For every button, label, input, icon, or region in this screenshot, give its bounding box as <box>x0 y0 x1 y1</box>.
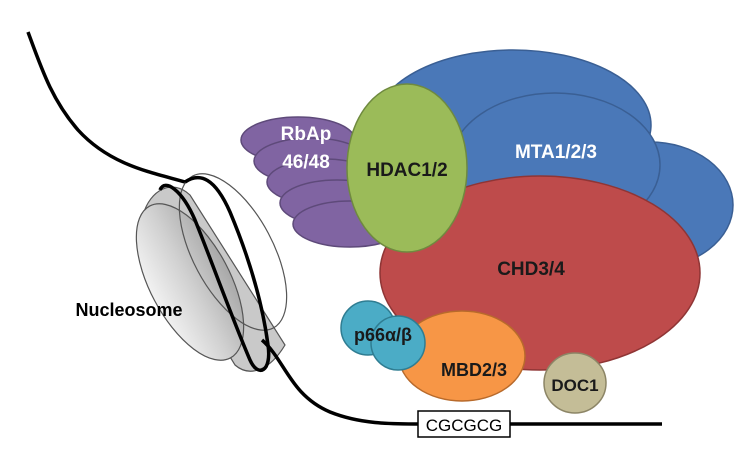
dna-strand-lower <box>260 338 662 426</box>
dna-motif-box <box>417 410 511 438</box>
nucleosome <box>135 173 288 372</box>
hdac-protein <box>346 83 468 253</box>
dna-wrap <box>158 176 271 372</box>
chd-label: CHD3/4 <box>497 259 565 280</box>
doc1-protein <box>543 352 607 414</box>
dna-motif-label: CGCGCG <box>426 416 503 435</box>
dna-strand-upper <box>26 31 186 184</box>
rbap-label-line2: 46/48 <box>282 152 330 173</box>
mta-label: MTA1/2/3 <box>515 142 597 163</box>
rbap-label-line1: RbAp <box>281 124 332 145</box>
nucleosome-label: Nucleosome <box>75 300 182 320</box>
p66-protein <box>340 300 426 371</box>
nucleosome-face <box>135 203 245 361</box>
p66-label: p66α/β <box>354 325 412 345</box>
mbd-label: MBD2/3 <box>441 360 507 380</box>
doc1-label: DOC1 <box>551 376 598 395</box>
hdac-label: HDAC1/2 <box>366 160 447 181</box>
